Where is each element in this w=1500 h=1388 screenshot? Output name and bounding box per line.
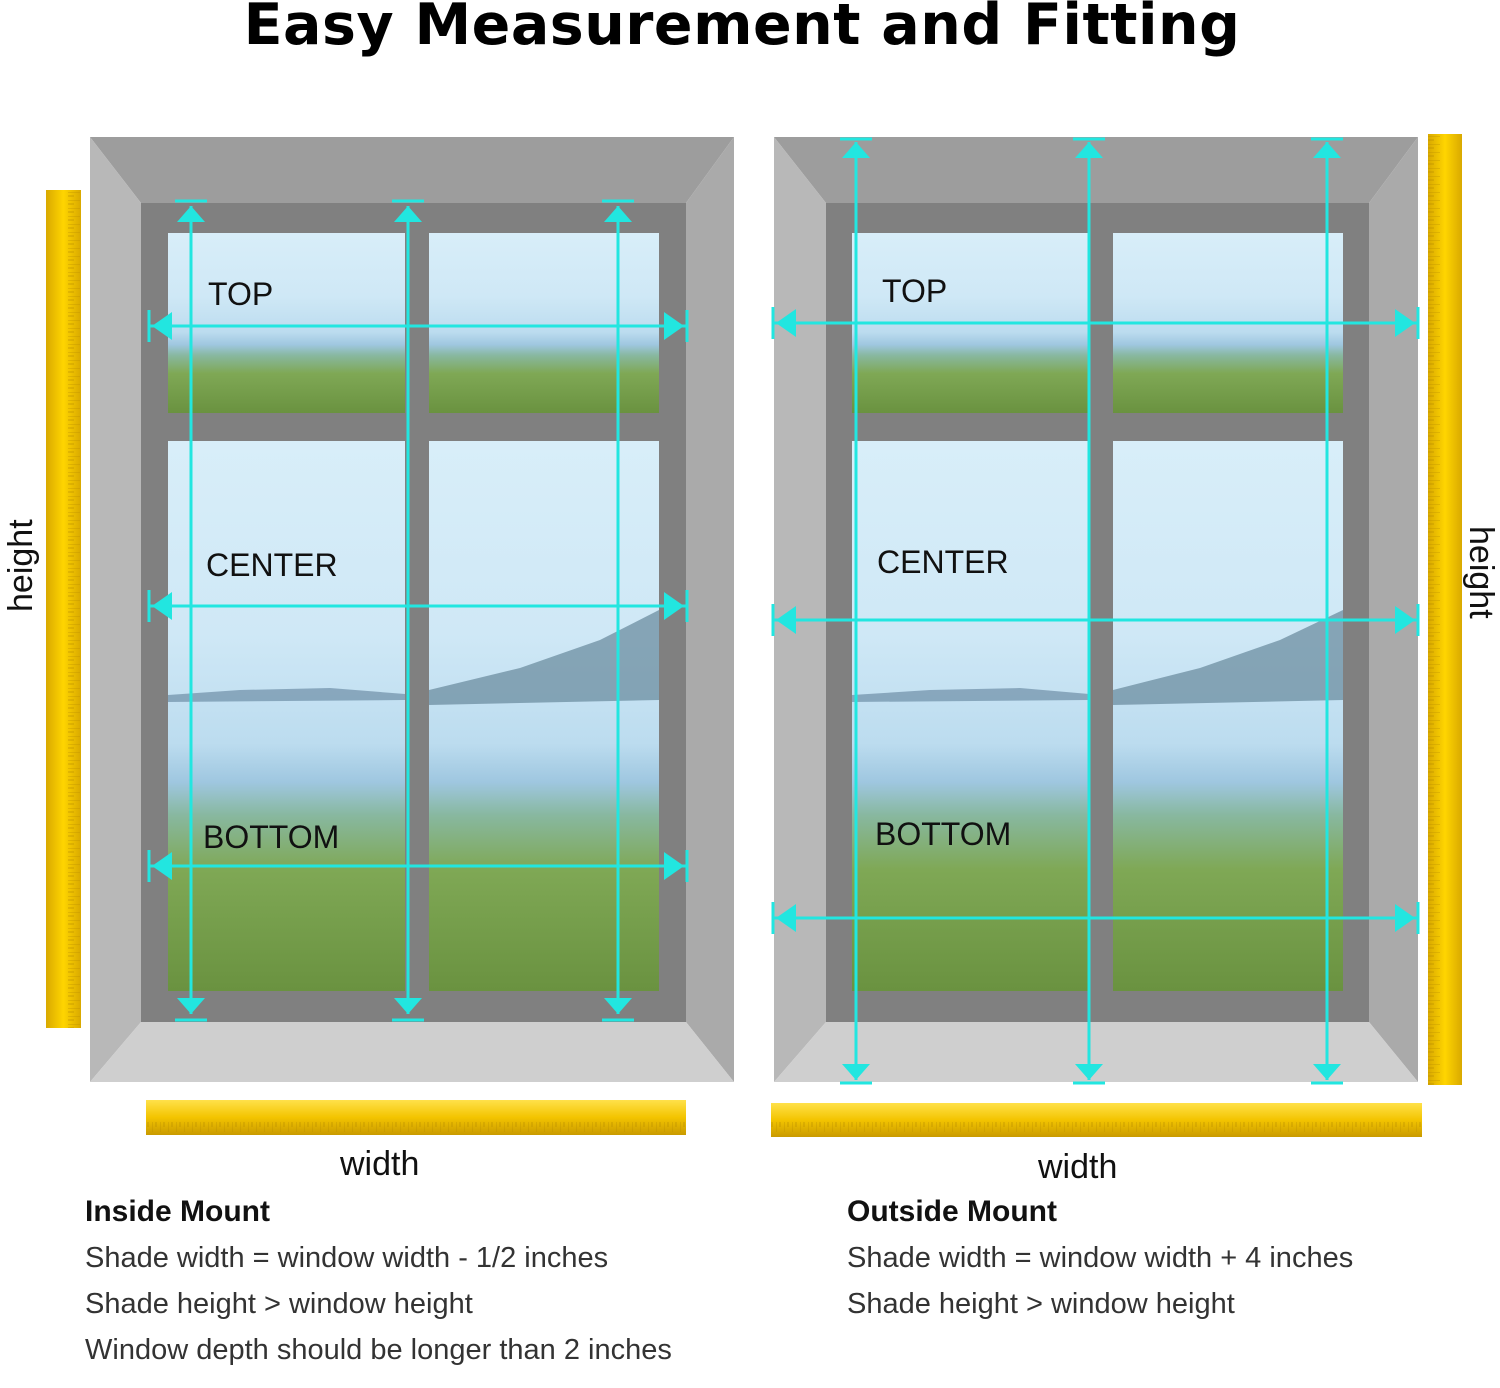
- ruler-ticks: [146, 1100, 686, 1135]
- inside-recess-top: [90, 137, 734, 203]
- arrow-head: [776, 904, 796, 932]
- inside-island: [168, 688, 405, 702]
- inside-center-label: CENTER: [206, 547, 338, 583]
- inside-arrows: [147, 199, 689, 1022]
- inside-bottom-label: BOTTOM: [203, 819, 339, 855]
- inside-pane: [429, 441, 659, 991]
- page-title: Easy Measurement and Fitting: [243, 0, 1241, 58]
- outside-island: [852, 688, 1089, 702]
- outside-headland: [1113, 610, 1343, 705]
- outside-width-label: width: [1037, 1148, 1117, 1186]
- outside-pane: [852, 441, 1089, 991]
- arrow-head: [842, 1064, 870, 1080]
- arrow-head: [1313, 142, 1341, 158]
- outside-top-label: TOP: [882, 273, 947, 309]
- inside-mount-depth-rule: Window depth should be longer than 2 inc…: [85, 1334, 672, 1366]
- inside-pane: [168, 441, 405, 991]
- outside-height-label: height: [1462, 526, 1500, 619]
- inside-mount-height-rule: Shade height > window height: [85, 1288, 473, 1320]
- arrow-head: [664, 592, 684, 620]
- arrow-head: [177, 206, 205, 222]
- inside-mount-width-rule: Shade width = window width - 1/2 inches: [85, 1242, 609, 1274]
- arrow-head: [177, 998, 205, 1014]
- arrow-head: [1395, 309, 1415, 337]
- arrow-head: [152, 852, 172, 880]
- arrow-head: [152, 592, 172, 620]
- outside-pane: [1113, 441, 1343, 991]
- outside-mount-width-rule: Shade width = window width + 4 inches: [847, 1242, 1354, 1274]
- inside-mount-heading: Inside Mount: [85, 1195, 270, 1228]
- inside-mount-caption: Inside Mount Shade width = window width …: [85, 1189, 672, 1373]
- inside-top-label: TOP: [208, 276, 273, 312]
- outside-mount-caption: Outside Mount Shade width = window width…: [847, 1189, 1353, 1327]
- outside-center-label: CENTER: [877, 544, 1009, 580]
- outside-recess-right: [1369, 137, 1418, 1082]
- outside-mount-height-rule: Shade height > window height: [847, 1288, 1235, 1320]
- inside-pane: [429, 233, 659, 413]
- outside-recess-top: [774, 137, 1418, 203]
- inside-pane: [168, 233, 405, 413]
- outside-bottom-label: BOTTOM: [875, 816, 1011, 852]
- inside-recess-left: [90, 137, 141, 1082]
- arrow-head: [776, 606, 796, 634]
- arrow-head: [1313, 1064, 1341, 1080]
- outside-recess-left: [774, 137, 826, 1082]
- inside-window: [90, 137, 734, 1082]
- inside-height-label: height: [2, 519, 40, 612]
- arrow-head: [394, 998, 422, 1014]
- arrow-head: [604, 206, 632, 222]
- outside-mount-heading: Outside Mount: [847, 1195, 1057, 1228]
- arrow-head: [1075, 1064, 1103, 1080]
- inside-width-label: width: [339, 1145, 419, 1183]
- arrow-head: [1075, 142, 1103, 158]
- inside-headland: [429, 610, 659, 705]
- arrow-head: [776, 309, 796, 337]
- arrow-head: [1395, 606, 1415, 634]
- outside-recess-bottom: [774, 1022, 1418, 1082]
- ruler-ticks: [771, 1103, 1422, 1137]
- arrow-head: [394, 206, 422, 222]
- arrow-head: [664, 852, 684, 880]
- ruler-ticks: [46, 190, 81, 1028]
- arrow-head: [604, 998, 632, 1014]
- outside-window: [774, 137, 1418, 1082]
- arrow-head: [152, 312, 172, 340]
- outside-arrows: [771, 137, 1420, 1085]
- inside-recess-right: [686, 137, 734, 1082]
- arrow-head: [1395, 904, 1415, 932]
- arrow-head: [664, 312, 684, 340]
- arrow-head: [842, 142, 870, 158]
- inside-recess-bottom: [90, 1022, 734, 1082]
- ruler-ticks: [1428, 134, 1462, 1085]
